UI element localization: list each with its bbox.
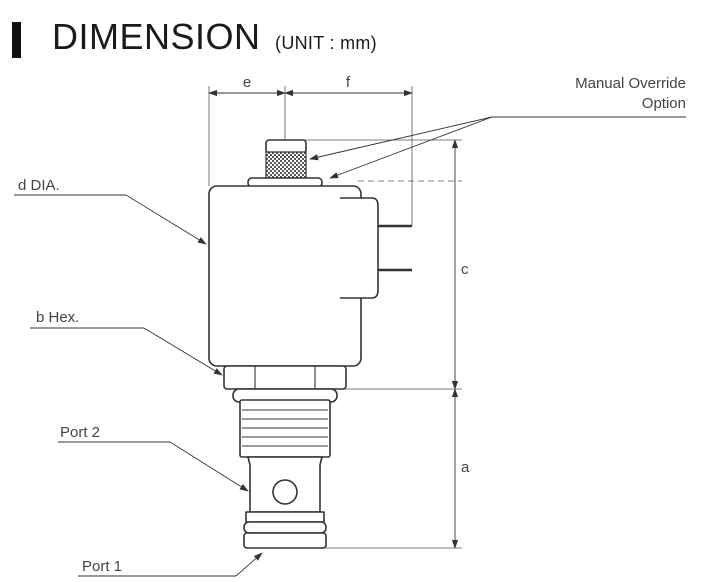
title-bar-decoration xyxy=(12,22,21,58)
label-d-dia: d DIA. xyxy=(18,177,60,194)
title-main: DIMENSION xyxy=(52,16,261,57)
label-option: Option xyxy=(642,95,686,112)
manual-override-knob xyxy=(265,139,307,154)
label-port-1: Port 1 xyxy=(82,558,122,575)
leader-lines xyxy=(14,116,686,577)
title-unit: (UNIT : mm) xyxy=(275,33,377,53)
label-f: f xyxy=(346,74,351,91)
page-title: DIMENSION (UNIT : mm) xyxy=(52,16,377,58)
terminal-connector xyxy=(340,197,379,299)
label-a: a xyxy=(461,459,470,476)
label-e: e xyxy=(243,74,251,91)
coil-body xyxy=(208,185,362,367)
drawing-labels: e f c a Manual Override Option d DIA. b … xyxy=(18,74,686,575)
port-1-end xyxy=(243,532,327,549)
hex-nut xyxy=(223,365,347,390)
label-c: c xyxy=(461,261,469,278)
valve-illustration xyxy=(208,139,412,549)
label-manual-override: Manual Override xyxy=(575,75,686,92)
port-2-hole xyxy=(272,479,298,505)
knurled-knob xyxy=(265,151,307,181)
dimension-arrows xyxy=(208,89,459,549)
label-b-hex: b Hex. xyxy=(36,309,79,326)
label-port-2: Port 2 xyxy=(60,424,100,441)
